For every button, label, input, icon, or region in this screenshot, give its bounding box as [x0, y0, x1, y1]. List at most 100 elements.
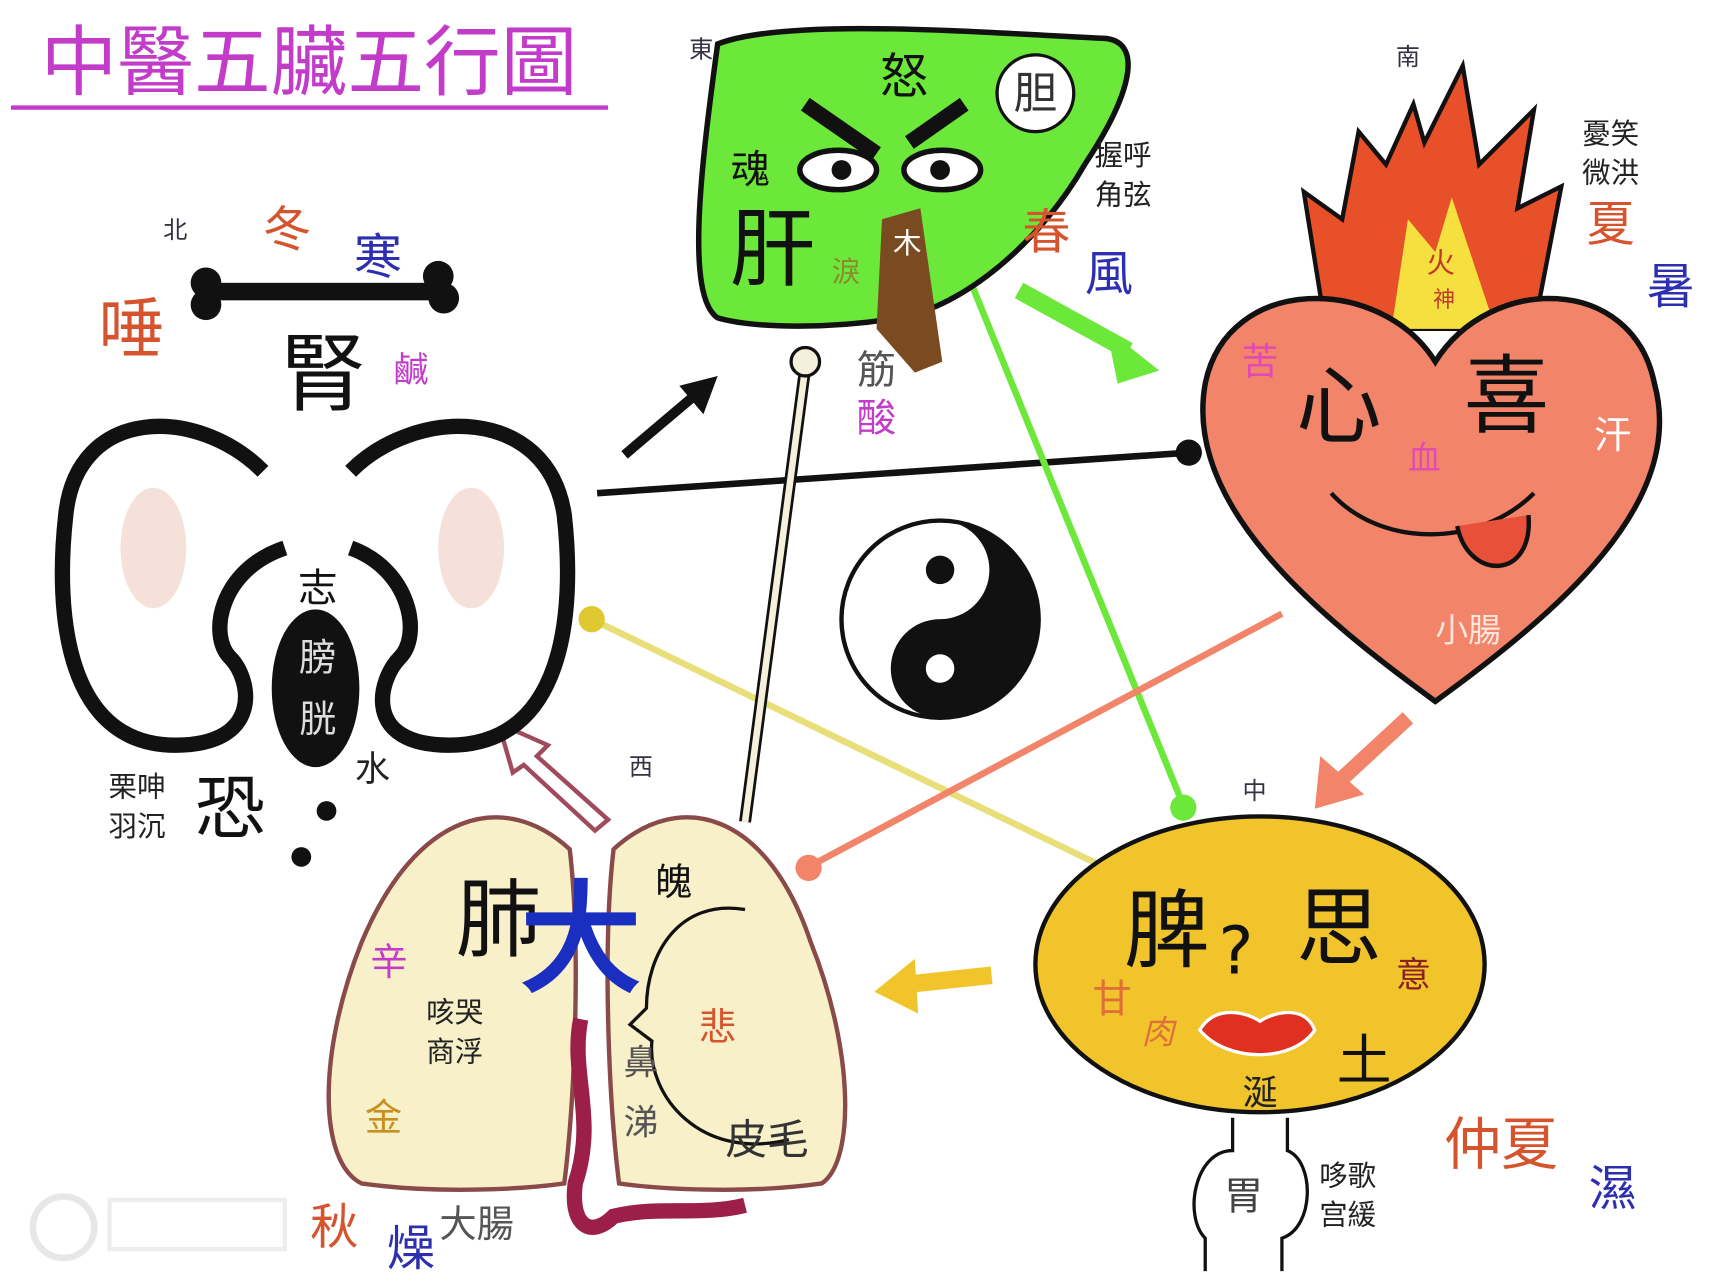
liver-group: 胆 怒 魂 肝 淚 木 筋 酸 握呼 角弦 春 風: [695, 25, 1152, 442]
page-title: 中醫五臟五行圖: [41, 19, 578, 108]
kidney-fluid: 唾: [99, 290, 165, 367]
liver-organ: 肝: [730, 200, 815, 299]
lips-icon: [1197, 1010, 1317, 1057]
spleen-group: 脾 ? 思 意 甘 肉 土 涎 胃 哆歌 宫緩 仲夏 濕: [1033, 814, 1637, 1272]
heart-to-spleen-arrow: [1314, 712, 1414, 809]
liver-taste: 酸: [857, 396, 896, 442]
lung-spirit: 魄: [655, 860, 692, 904]
heart-sound-bottom: 微洪: [1582, 157, 1639, 190]
lung-sense-top: 鼻: [623, 1042, 658, 1083]
stomach-shape: [1192, 1117, 1309, 1272]
lung-sound-bottom: 商浮: [426, 1035, 483, 1068]
heart-shape: [1200, 295, 1663, 705]
lung-taste: 辛: [370, 940, 407, 984]
kidney-organ: 腎: [280, 325, 365, 424]
spleen-mark: ?: [1218, 913, 1253, 990]
spleen-sound-bottom: 宫緩: [1319, 1199, 1376, 1232]
line-dot: [795, 854, 822, 882]
heart-spirit: 神: [1433, 288, 1455, 313]
kidney-paired-bottom: 胱: [299, 697, 336, 741]
bone-icon: [190, 260, 460, 321]
spleen-shape: [1033, 814, 1487, 1115]
liver-tissue: 筋: [857, 347, 896, 393]
liver-climate: 風: [1085, 246, 1133, 302]
drop-icon: [291, 847, 312, 867]
inner-flame: [1391, 197, 1496, 329]
direction-east: 東: [689, 35, 713, 63]
liver-to-heart-arrow: [1014, 282, 1160, 384]
liver-element: 木: [893, 227, 921, 260]
direction-north: 北: [163, 216, 187, 244]
kidney-element: 水: [355, 749, 390, 790]
heart-climate: 暑: [1647, 259, 1695, 315]
liver-spirit: 魂: [731, 147, 770, 193]
spleen-spirit: 意: [1396, 955, 1431, 996]
spleen-taste: 甘: [1092, 976, 1131, 1022]
line-dot: [578, 606, 605, 633]
lung-trachea: 大: [520, 870, 641, 1010]
direction-south: 南: [1396, 43, 1420, 71]
bladder-shape: [271, 609, 360, 768]
heart-paired: 小腸: [1435, 611, 1501, 650]
kidney-season: 冬: [263, 202, 311, 258]
spleen-fluid: 涎: [1242, 1073, 1277, 1114]
flame-icon: [1300, 58, 1565, 332]
heart-taste: 苦: [1241, 340, 1278, 384]
spleen-element: 土: [1337, 1029, 1392, 1093]
spleen-kidney-line: [590, 616, 1103, 869]
spleen-season: 仲夏: [1444, 1112, 1558, 1178]
gallbladder-circle: [995, 53, 1076, 134]
spleen-sound-top: 哆歌: [1319, 1159, 1376, 1192]
spleen-tissue: 肉: [1142, 1013, 1178, 1052]
heart-fire: 火: [1427, 247, 1455, 280]
lung-sound-top: 咳哭: [426, 996, 483, 1029]
liver-fluid: 淚: [832, 255, 860, 288]
lung-tissue: 皮毛: [725, 1115, 808, 1164]
drop-icon: [316, 801, 337, 821]
spleen-climate: 濕: [1589, 1161, 1637, 1217]
lung-paired: 大腸: [439, 1202, 514, 1246]
lung-element: 金: [365, 1096, 402, 1140]
heart-group: 火 神 苦 心 喜 血 汗 小腸 憂笑 微洪 夏 暑: [1200, 58, 1695, 705]
lung-emotion: 悲: [699, 1005, 736, 1049]
kidney-emotion: 恐: [195, 768, 265, 850]
watermark-logo: [29, 1193, 288, 1262]
liver-sound-bottom: 角弦: [1095, 179, 1152, 212]
liver-spleen-line: [966, 278, 1187, 807]
large-intestine: [566, 1017, 747, 1235]
kidney-climate: 寒: [354, 230, 402, 286]
kidney-paired-top: 膀: [299, 636, 336, 680]
kidney-taste: 鹹: [393, 350, 428, 391]
heart-sound-top: 憂笑: [1582, 117, 1639, 150]
face-profile: [627, 906, 790, 1146]
direction-west: 西: [629, 753, 653, 781]
lung-climate: 燥: [387, 1221, 435, 1277]
liver-emotion: 怒: [880, 49, 928, 105]
heart-lung-line: [809, 610, 1284, 869]
kidney-will: 志: [298, 566, 337, 612]
kidney-sound-bottom: 羽沉: [108, 810, 165, 843]
line-dot: [1175, 439, 1202, 466]
heart-season: 夏: [1587, 197, 1635, 253]
kidney-to-liver-arrow: [621, 375, 718, 459]
liver-season: 春: [1022, 204, 1070, 260]
yin-yang-icon: [839, 518, 1041, 720]
spleen-paired: 胃: [1224, 1174, 1263, 1220]
heart-organ: 心: [1296, 358, 1381, 457]
spleen-organ: 脾: [1124, 882, 1209, 981]
kidney-heart-line: [596, 449, 1190, 497]
heart-fluid: 汗: [1594, 413, 1631, 457]
kidney-group: 冬 寒 唾 腎 鹹 志 膀 胱 水 恐 栗呻 羽沉: [54, 202, 576, 867]
kidney-sound-top: 栗呻: [108, 770, 165, 803]
lung-season: 秋: [310, 1199, 358, 1255]
lung-sense-bottom: 涕: [623, 1103, 658, 1144]
tree-trunk-icon: [876, 208, 943, 373]
lung-organ: 肺: [456, 871, 541, 970]
line-dot: [1170, 794, 1197, 821]
heart-blood: 血: [1408, 439, 1441, 478]
spleen-emotion: 思: [1296, 880, 1381, 979]
direction-center: 中: [1242, 777, 1266, 805]
tongue-icon: [1455, 514, 1531, 568]
liver-paired: 胆: [1013, 68, 1057, 119]
